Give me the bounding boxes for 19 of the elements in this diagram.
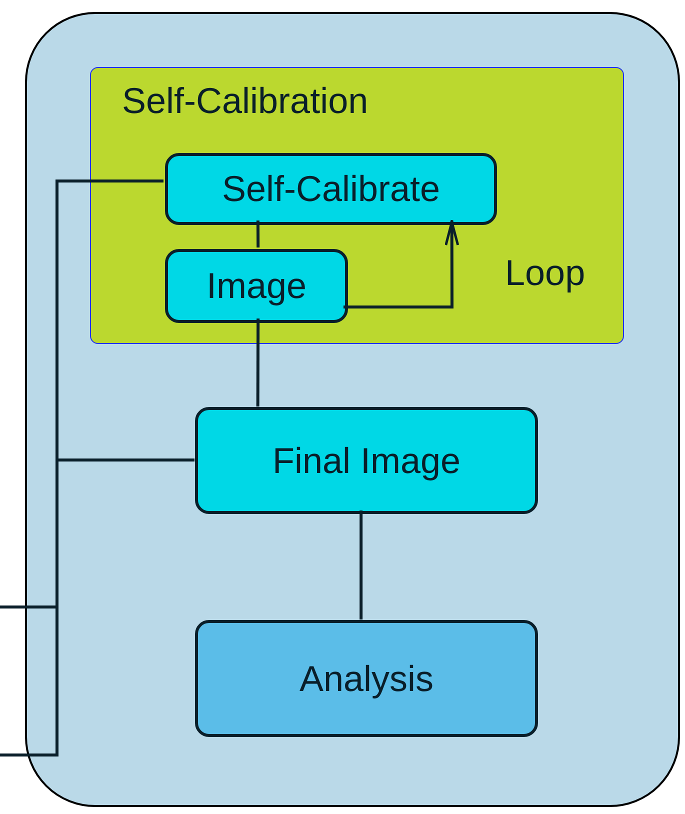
connector-line bbox=[56, 458, 58, 608]
connector-line bbox=[360, 510, 363, 620]
connector-line bbox=[256, 318, 260, 406]
process-box: Image bbox=[165, 249, 348, 323]
arrow bbox=[344, 220, 460, 308]
group-panel bbox=[90, 67, 624, 344]
connector-line bbox=[256, 220, 260, 248]
connector-line bbox=[0, 606, 58, 608]
edge-label: Loop bbox=[505, 252, 586, 294]
process-box: Self-Calibrate bbox=[165, 153, 497, 225]
process-box: Final Image bbox=[195, 407, 538, 514]
connector-line bbox=[0, 754, 58, 756]
group-title: Self-Calibration bbox=[122, 80, 368, 122]
process-box: Analysis bbox=[195, 620, 538, 737]
rounded-panel bbox=[25, 12, 680, 807]
connector-line bbox=[56, 606, 58, 756]
connector-line bbox=[56, 179, 164, 182]
connector-line bbox=[56, 180, 58, 462]
connector-line bbox=[56, 458, 194, 462]
